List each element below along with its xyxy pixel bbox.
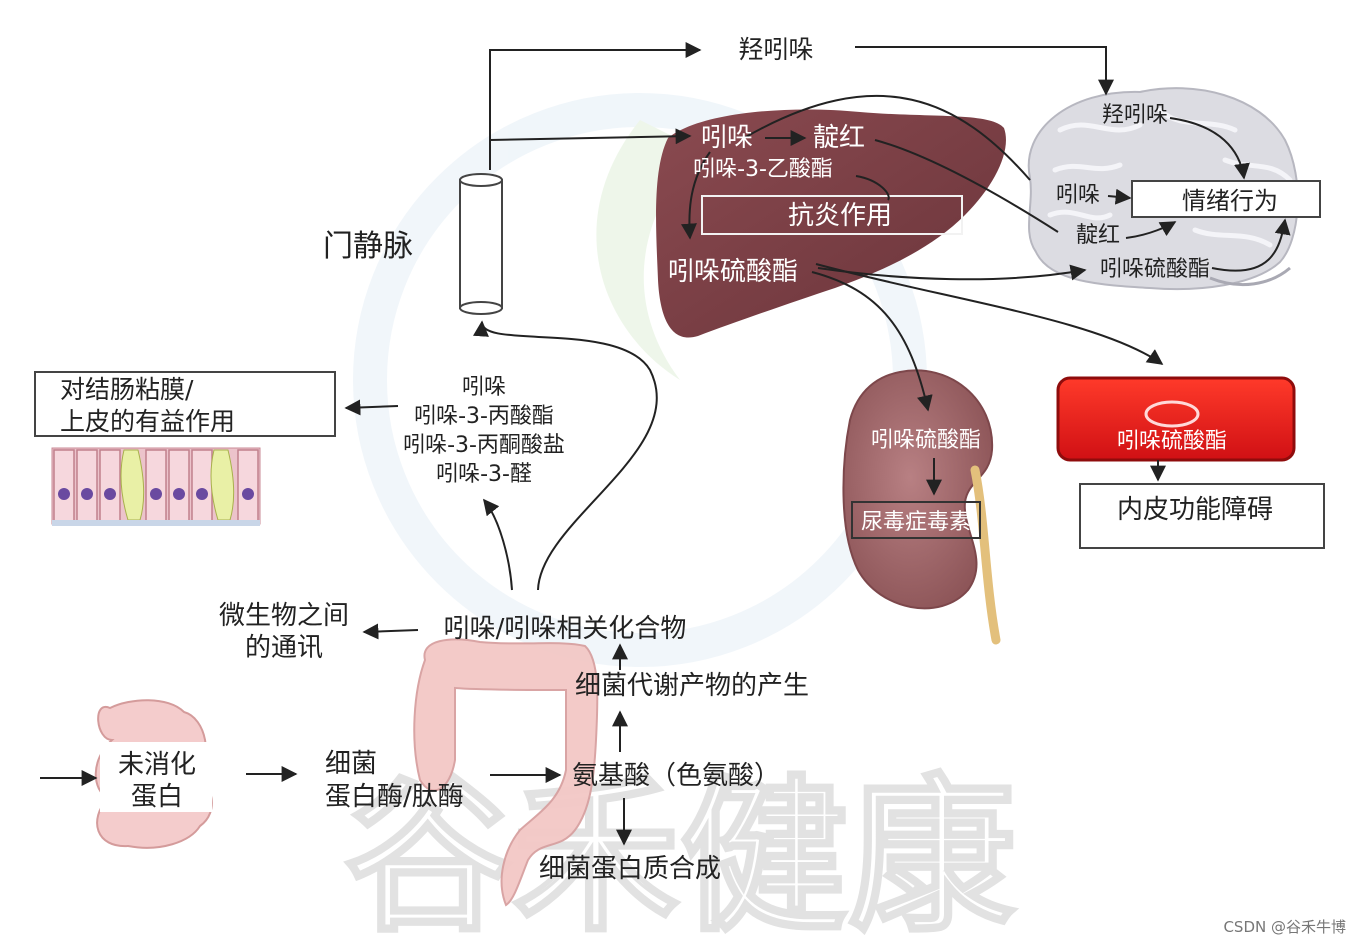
large-intestine-illustration — [413, 638, 599, 907]
pathway-arrows — [40, 42, 1291, 846]
indoxyl-sulfate-liver-label: 吲哚硫酸酯 — [668, 257, 798, 287]
hydroxyindole-top-label: 羟吲哚 — [738, 35, 813, 64]
indole-liver-label: 吲哚 — [701, 123, 753, 153]
bacterial-metabolites-label: 细菌代谢产物的产生 — [575, 671, 809, 701]
indoxyl-sulfate-kidney-label: 吲哚硫酸酯 — [871, 428, 981, 453]
anti-inflammatory-box — [701, 195, 963, 235]
hydroxyindole-brain-label: 羟吲哚 — [1102, 103, 1168, 128]
indirubin-liver-label: 靛红 — [813, 123, 865, 153]
indirubin-brain-label: 靛红 — [1076, 223, 1120, 248]
uremic-toxin-label: 尿毒症毒素 — [861, 510, 971, 535]
gut-product-indole-pyruvate: 吲哚-3-丙酮酸盐 — [403, 433, 565, 458]
colon-benefit-label-line1: 对结肠粘膜/ — [60, 375, 194, 404]
bacteria-label-line2: 蛋白酶/肽酶 — [325, 782, 464, 812]
portal-vein-label: 门静脉 — [323, 229, 413, 264]
colon-benefit-box — [34, 371, 336, 437]
indole-acetate-label: 吲哚-3-乙酸酯 — [693, 157, 833, 182]
indoxyl-sulfate-brain-label: 吲哚硫酸酯 — [1100, 257, 1210, 282]
undigested-protein-label-line2: 蛋白 — [131, 782, 183, 812]
blood-vessel-illustration — [1056, 376, 1296, 462]
undigested-protein-box — [100, 742, 212, 812]
colon-benefit-label-line2: 上皮的有益作用 — [60, 407, 235, 436]
endothelial-dysfunction-label: 内皮功能障碍 — [1117, 495, 1273, 525]
liver-illustration — [656, 109, 1006, 338]
endothelial-dysfunction-box — [1079, 483, 1325, 549]
indole-compounds-label: 吲哚/吲哚相关化合物 — [444, 614, 687, 644]
indoxyl-sulfate-vessel-label: 吲哚硫酸酯 — [1117, 429, 1227, 454]
microbe-comm-label-line1: 微生物之间 — [219, 601, 349, 631]
watermark-text: 谷禾健康 — [344, 759, 1016, 944]
portal-vein-tube — [459, 173, 503, 315]
gut-product-indole-propionate: 吲哚-3-丙酸酯 — [414, 404, 554, 429]
bacterial-protein-label: 细菌蛋白质合成 — [539, 854, 721, 884]
emotional-behavior-box — [1131, 180, 1321, 218]
gut-product-indole: 吲哚 — [462, 375, 506, 400]
anti-inflammatory-label: 抗炎作用 — [788, 201, 892, 231]
colon-epithelium-illustration — [51, 447, 261, 526]
uremic-toxin-box — [851, 501, 981, 539]
amino-acid-label: 氨基酸（色氨酸） — [572, 761, 780, 791]
bacteria-label-line1: 细菌 — [325, 749, 377, 779]
credit-text: CSDN @谷禾牛博 — [1223, 918, 1346, 936]
emotional-behavior-label: 情绪行为 — [1182, 187, 1278, 215]
gut-product-indole-aldehyde: 吲哚-3-醛 — [436, 462, 532, 487]
indole-brain-label: 吲哚 — [1056, 183, 1100, 208]
kidney-illustration — [842, 369, 1001, 645]
microbe-comm-label-line2: 的通讯 — [245, 633, 323, 663]
undigested-protein-label-line1: 未消化 — [118, 750, 196, 780]
